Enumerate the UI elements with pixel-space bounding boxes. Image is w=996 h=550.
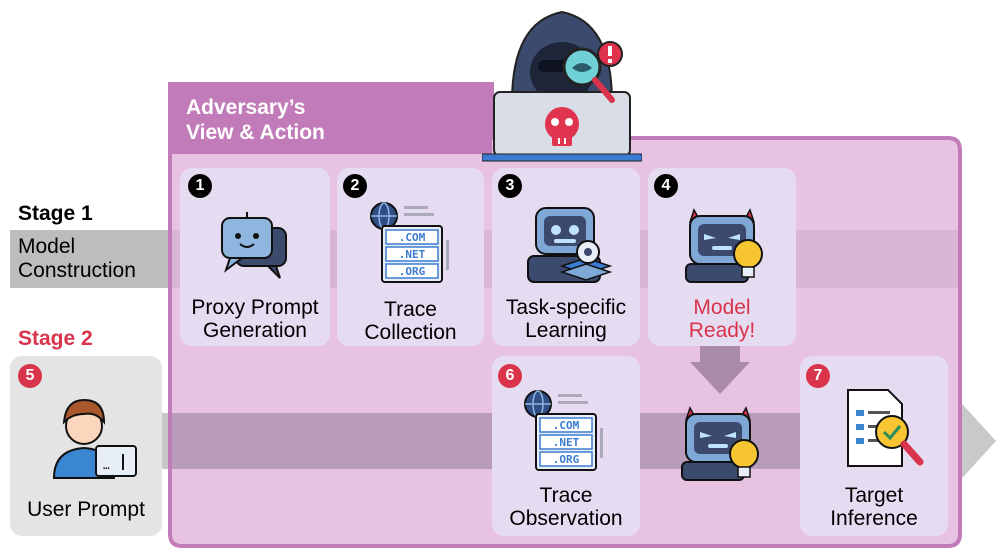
- stage1-band-label: Model Construction: [18, 235, 136, 283]
- chat-bot-icon: [221, 212, 287, 279]
- dns-net-text: .NET: [399, 248, 426, 261]
- step4-number: 4: [654, 174, 678, 198]
- step4-label-line2: Ready!: [688, 319, 756, 342]
- step2-label-line1: Trace: [384, 298, 437, 321]
- dns-server-icon: .COM .NET .ORG: [370, 202, 449, 283]
- step6-number: 6: [498, 364, 522, 388]
- adversary-title-line2: View & Action: [186, 121, 325, 144]
- stage1-label: Stage 1: [18, 202, 93, 225]
- down-arrow-icon: [690, 346, 750, 394]
- step3-label: Task-specific Learning: [492, 296, 640, 342]
- devil-robot-bulb-icon: [681, 406, 759, 481]
- dns-org-text: .ORG: [553, 453, 580, 466]
- step7-label-line1: Target: [844, 484, 904, 507]
- step5-label: User Prompt: [10, 498, 162, 521]
- step3-label-line2: Learning: [525, 319, 607, 342]
- document-search-icon: [847, 389, 924, 467]
- svg-text:…: …: [103, 459, 110, 472]
- dns-org-text: .ORG: [399, 265, 426, 278]
- devil-robot-bulb-icon: [685, 208, 763, 283]
- stage2-label: Stage 2: [18, 327, 93, 350]
- step6-label: Trace Observation: [492, 484, 640, 530]
- step5-number: 5: [18, 364, 42, 388]
- step2-label: Trace Collection: [337, 298, 484, 344]
- stage1-band-line1: Model: [18, 235, 76, 258]
- hacker-icon: [482, 10, 642, 162]
- step7-number: 7: [806, 364, 830, 388]
- step1-label-line1: Proxy Prompt: [191, 296, 319, 319]
- adversary-title-line1: Adversary’s: [186, 96, 306, 119]
- step3-number: 3: [498, 174, 522, 198]
- dns-com-text: .COM: [399, 231, 426, 244]
- stage1-band-line2: Construction: [18, 259, 136, 282]
- adversary-title: Adversary’s View & Action: [186, 95, 325, 145]
- stage1-band: [10, 230, 170, 288]
- dns-com-text: .COM: [553, 419, 580, 432]
- step7-label-line2: Inference: [830, 507, 918, 530]
- step1-label-line2: Generation: [203, 319, 307, 342]
- step6-label-line2: Observation: [509, 507, 623, 530]
- step1-number: 1: [188, 174, 212, 198]
- dns-server-icon: .COM .NET .ORG: [524, 390, 603, 471]
- step6-label-line1: Trace: [539, 484, 593, 507]
- step7-label: Target Inference: [800, 484, 948, 530]
- step5-label-line1: User Prompt: [27, 498, 145, 521]
- step3-label-line1: Task-specific: [505, 296, 627, 319]
- user-typing-icon: …: [52, 398, 137, 479]
- step2-number: 2: [343, 174, 367, 198]
- step4-label-line1: Model: [693, 296, 751, 319]
- step2-label-line2: Collection: [364, 321, 457, 344]
- dns-net-text: .NET: [553, 436, 580, 449]
- robot-learning-icon: [527, 207, 613, 283]
- step4-label: Model Ready!: [648, 296, 796, 342]
- step1-label: Proxy Prompt Generation: [180, 296, 330, 342]
